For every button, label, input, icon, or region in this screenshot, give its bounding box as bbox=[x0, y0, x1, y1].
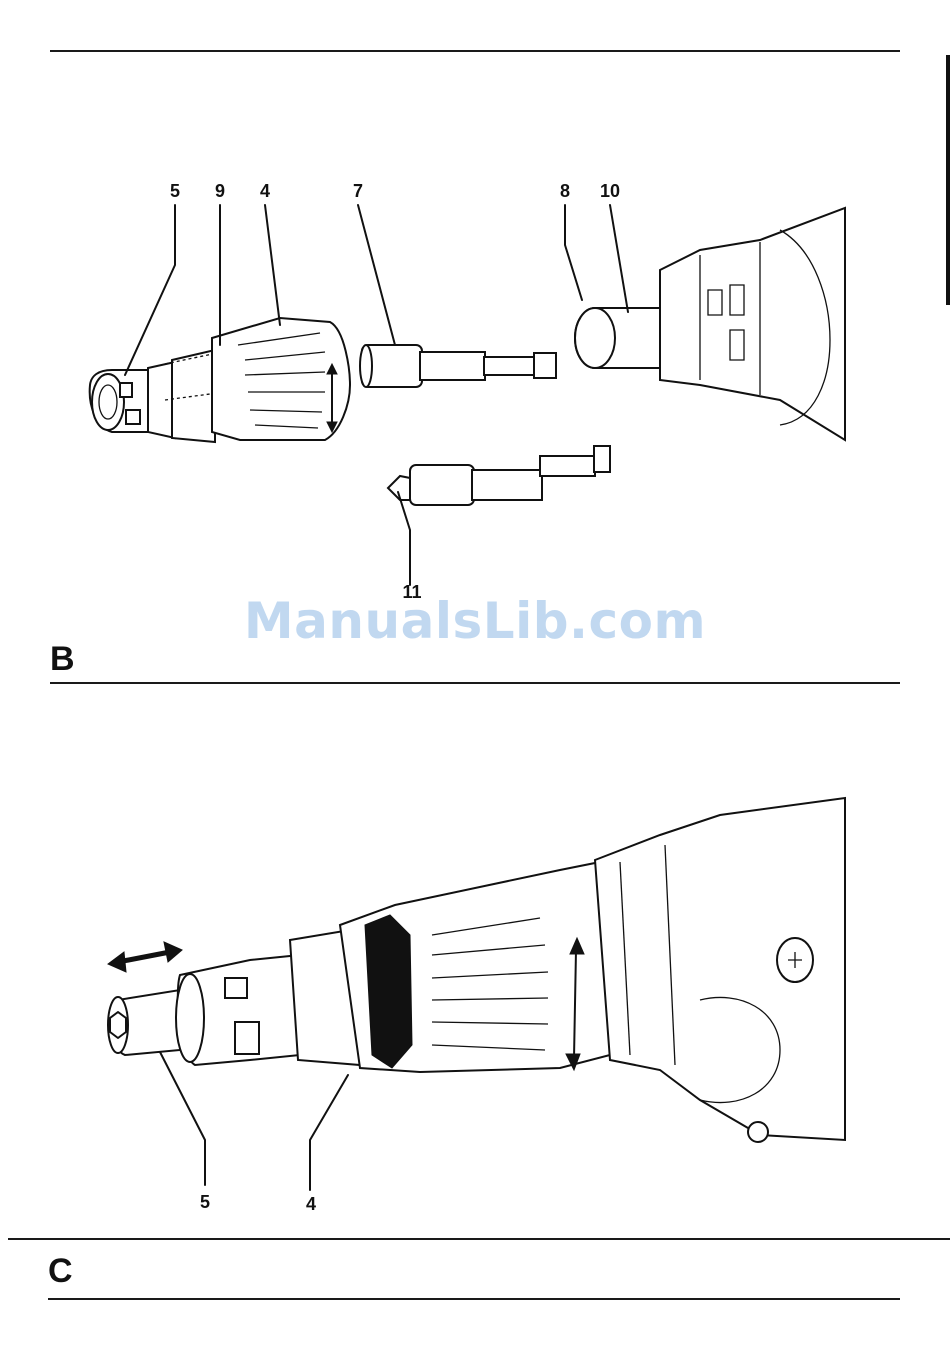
bit-holder bbox=[388, 446, 610, 505]
callout-5-c: 5 bbox=[200, 1192, 210, 1212]
rule-above-c bbox=[8, 1238, 950, 1240]
section-letter-b: B bbox=[50, 642, 75, 676]
figure-b-illustration: 5 9 4 7 8 10 11 bbox=[0, 0, 950, 690]
watermark: ManualsLib.com bbox=[0, 592, 950, 650]
callout-9-b: 9 bbox=[215, 181, 225, 201]
callout-10-b: 10 bbox=[600, 181, 620, 201]
callout-4-c: 4 bbox=[306, 1194, 316, 1214]
tool-body bbox=[595, 798, 845, 1142]
leader-lines-c bbox=[160, 1052, 348, 1190]
double-arrow-icon bbox=[108, 942, 182, 972]
rule-below-c bbox=[48, 1298, 900, 1300]
section-letter-c: C bbox=[48, 1254, 73, 1288]
socket-adapter bbox=[360, 345, 556, 387]
depth-locator bbox=[108, 930, 360, 1065]
callout-4-b: 4 bbox=[260, 181, 270, 201]
callout-8-b: 8 bbox=[560, 181, 570, 201]
figure-c-illustration: 5 4 bbox=[0, 700, 950, 1230]
clutch-collar bbox=[340, 862, 610, 1072]
callout-7-b: 7 bbox=[353, 181, 363, 201]
callout-5-b: 5 bbox=[170, 181, 180, 201]
